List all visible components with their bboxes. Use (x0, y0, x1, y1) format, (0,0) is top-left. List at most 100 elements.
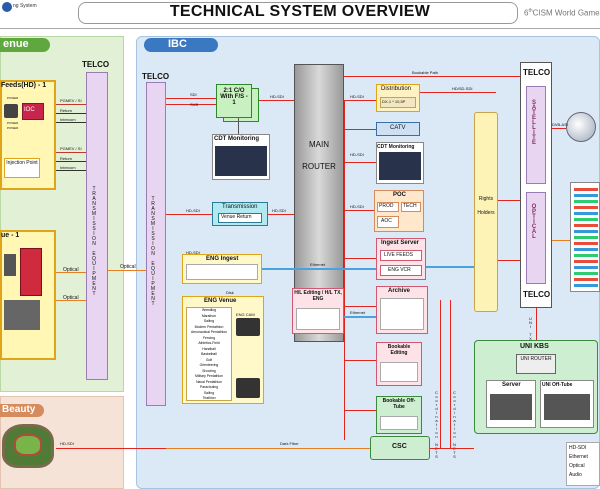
archive-label: Archive (388, 288, 411, 294)
event-suffix: th (528, 8, 533, 14)
aoc-label: AOC (381, 218, 392, 224)
hdsdi-label-3: HD-SDI (186, 208, 200, 213)
coord-nets-label-2: Coordination NETS (452, 390, 457, 458)
uni-router-box (516, 354, 556, 374)
pgm-label-2: Return (60, 108, 73, 113)
sport-item: Handball (202, 346, 216, 351)
coord-nets-line-1 (440, 300, 441, 448)
rights-telco-link-2 (498, 260, 520, 261)
venue-telco-title: TELCO (82, 60, 110, 69)
cdt2-monitors (379, 152, 421, 180)
router-ingest-link (344, 258, 376, 259)
sport-item: Triathlon (202, 396, 216, 400)
ethernet-link-2 (344, 316, 376, 318)
optical-label-1: Optical (63, 267, 79, 273)
sport-item: Sailing (203, 390, 215, 395)
pgm-label-1: PGMEV / SI (60, 98, 82, 103)
cdt2-label: CDT Monitoring (377, 144, 415, 150)
archive-devices (380, 298, 424, 330)
dvb-asi-label: DVB-ASI (552, 122, 569, 127)
hdsdi-label-4: HD-SDI (350, 94, 364, 99)
ibc-tab-label: IBC (168, 38, 187, 50)
pgm-label-3: Intercom (60, 117, 76, 122)
feed-line-6 (56, 170, 86, 171)
feed-line-5 (56, 161, 86, 162)
equipment-icon (4, 104, 18, 118)
injection-label: Injection Point (6, 160, 38, 166)
feed-line-4 (56, 152, 86, 153)
pgm-label-4: PGMEV / SI (60, 146, 82, 151)
optical-label: OPTICAL (531, 204, 537, 239)
hdsdi-label-1: HD-SDI (270, 94, 284, 99)
eng-cam-label: ENG CAM (236, 312, 255, 317)
ioc-box (22, 103, 44, 120)
sport-item: Naval Pentathlon (196, 379, 222, 384)
csc-uni-link (430, 448, 474, 449)
bookable-editing-label: Bookable Editing (387, 344, 411, 356)
tech-label: TECH (403, 203, 417, 209)
ibc-tab (144, 38, 218, 52)
co-label: 2:1 C/O With F/S - 1 (220, 88, 248, 106)
dvb-asi-link (552, 128, 566, 129)
sport-item: Wrestling (201, 308, 217, 312)
logo-text: ng System (13, 3, 37, 9)
venue-transmission-label: TRANSMISSION EQUIPMENT (91, 186, 97, 296)
sport-item: Orienteering (199, 363, 219, 367)
eng-vcr-box (380, 265, 422, 276)
aoc-box (377, 216, 399, 228)
venue-return-label: Venue Return (221, 214, 252, 220)
eng-cam-image (236, 318, 260, 336)
hdsdi-label-5: HD-SDI (350, 204, 364, 209)
optical-link-venue-ibc (108, 270, 146, 271)
feed-line-2 (56, 113, 86, 114)
venue-return-box (218, 213, 262, 223)
right-telco-bottom-label: TELCO (523, 290, 551, 299)
page-title: TECHNICAL SYSTEM OVERVIEW (169, 3, 431, 20)
dark-fiber-line (166, 448, 370, 449)
injection-box (4, 158, 40, 178)
optical-telco-link (552, 240, 570, 241)
venue-telco-column (86, 72, 108, 380)
hdsdi-label-2: HD-SDI (272, 208, 286, 213)
telco-transmission-link (166, 214, 212, 215)
eng-cam-image-2 (236, 378, 260, 398)
ibc-transmission-label: TRANSMISSION EQUIPMENT (150, 196, 156, 306)
co-router-link (259, 100, 294, 101)
venue1-switch-2 (4, 300, 40, 330)
eth-rights-link (426, 266, 474, 268)
sdi-link (166, 98, 216, 99)
prod-label: PROD (379, 203, 394, 209)
optical-box (526, 192, 546, 284)
beauty-stadium-image (2, 424, 54, 468)
coord-nets-line-2 (450, 300, 451, 448)
rights-holders-box (474, 112, 498, 312)
csc-label: CSC (392, 443, 407, 450)
uni-tx-link (536, 308, 537, 340)
venue1-title: ue - 1 (1, 232, 20, 239)
event-text: CISM World Games K (532, 8, 600, 18)
router-distribution-link (344, 100, 376, 101)
dx-box (380, 97, 416, 108)
catv-box (376, 122, 420, 136)
beauty-tab (0, 404, 44, 417)
uni-kbs-label: UNI KBS (520, 343, 549, 350)
uni-offtube-label: UNI Off-Tube (542, 382, 573, 388)
pgm-label-5: Return (60, 156, 73, 161)
legend-item-audio: Audio (569, 472, 582, 478)
event-name: 6thCISM World Games K (524, 8, 600, 18)
hdsdi-label-beauty: HD-SDI (60, 441, 74, 446)
ibc-telco-title: TELCO (142, 72, 170, 81)
dark-fiber-label: Dark Fiber (280, 441, 299, 446)
server-devices (490, 394, 532, 420)
output-bars (574, 188, 598, 288)
uni-router-label: UNI ROUTER (520, 356, 552, 362)
sub-label: SUB (190, 102, 199, 107)
rights-holders-label: Rights Holders (477, 196, 495, 216)
eng-ingest-devices (186, 264, 258, 280)
sport-item: Parachuting (199, 385, 219, 389)
venue1-switch-1 (4, 254, 16, 276)
hd-sd-sdi-label: HD/SD-SDI (452, 86, 473, 91)
feed-line-3 (56, 122, 86, 123)
